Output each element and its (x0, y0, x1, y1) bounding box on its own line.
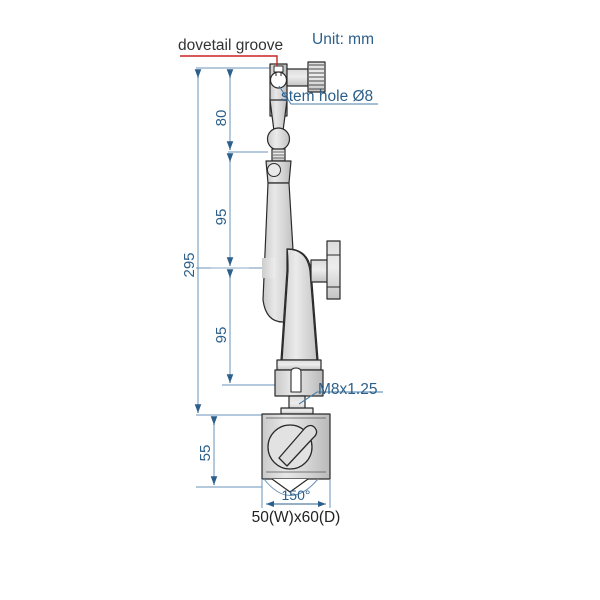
socket-pin-circle (267, 163, 281, 177)
clamp-knob-shaft (286, 68, 309, 87)
m8-leader-line (298, 391, 383, 405)
magnet-switch-lever (278, 424, 318, 467)
unit-label: Unit: mm (312, 31, 374, 48)
v-groove-arc (263, 478, 319, 496)
stand-assembly (261, 61, 341, 496)
stem-hole-label: stem hole Ø8 (281, 88, 373, 105)
stem-hole-circle (269, 71, 288, 89)
socket-slot (290, 367, 302, 393)
dimension-95-lower-label: 95 (213, 327, 230, 344)
dovetail-groove-label: dovetail groove (178, 37, 283, 54)
base-width-dimension (261, 479, 331, 508)
neck-ribs (273, 151, 284, 159)
dovetail-leader-line (180, 55, 278, 66)
v-groove (271, 478, 309, 493)
m8-thread-label: M8x1.25 (318, 381, 377, 398)
hinge-knob-head (326, 240, 341, 300)
dimension-295-label: 295 (181, 252, 198, 277)
hinge-boss-left (262, 258, 292, 278)
dimension-55-label: 55 (197, 445, 214, 462)
dimension-arrowheads (194, 69, 249, 485)
dimension-95-upper-label: 95 (213, 209, 230, 226)
stem-hole-leader-line (278, 85, 378, 105)
angle-150-label: 150° (282, 487, 311, 503)
hinge-knob-shaft (310, 259, 330, 283)
upper-ball-joint (266, 127, 291, 151)
dimension-network (196, 67, 290, 488)
dovetail-slot (273, 65, 284, 73)
base-width-label: 50(W)x60(D) (252, 509, 341, 526)
post-washer (280, 407, 314, 415)
knurling-lines (309, 64, 324, 90)
dimension-80-label: 80 (213, 110, 230, 127)
